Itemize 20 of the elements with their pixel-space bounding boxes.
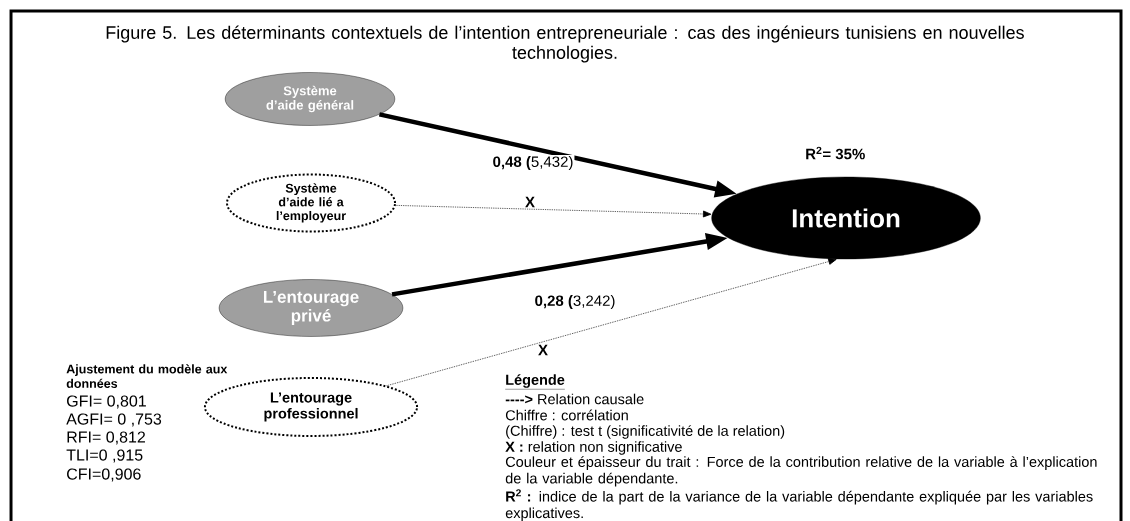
legend-heading: Légende — [505, 374, 566, 390]
fit-index: CFI=0,906 — [67, 468, 141, 482]
legend-text: X : relation non significative — [505, 441, 682, 455]
fit-index: RFI= 0,812 — [67, 431, 145, 445]
r-squared-label: R$^{2}$= 35% — [806, 146, 865, 160]
edge-label: 0,48 (5,432) — [491, 155, 575, 171]
fit-index: AGFI= 0 ,753 — [66, 413, 162, 427]
edge-label: X — [537, 343, 549, 357]
figure-title: Figure 5. Les déterminants contextuels de l’intention entrepreneuriale : cas des ingénieurs tunisiens en nouvelles technologies. — [106, 25, 1024, 63]
arrow — [395, 204, 712, 218]
legend-text: R$^{2}$ : indice de la part de la variance de la variable dépendante expliquée par les variables explicatives. — [505, 489, 1093, 521]
edge-label: X — [524, 195, 536, 209]
fit-index: GFI= 0,801 — [67, 395, 146, 409]
legend-text: (Chiffre) : test t (significativité de la relation) — [506, 425, 785, 439]
legend-text: ----> Relation causale — [505, 393, 644, 405]
legend-text: Couleur et épaisseur du trait : Force de la contribution relative de la variable à l’explication de la variable dépendante. — [505, 456, 1097, 487]
legend-text: Chiffre : corrélation — [505, 409, 628, 421]
fit-index: TLI=0 ,915 — [66, 449, 143, 463]
arrow — [386, 258, 837, 387]
edge-label: 0,28 (3,242) — [533, 294, 617, 310]
